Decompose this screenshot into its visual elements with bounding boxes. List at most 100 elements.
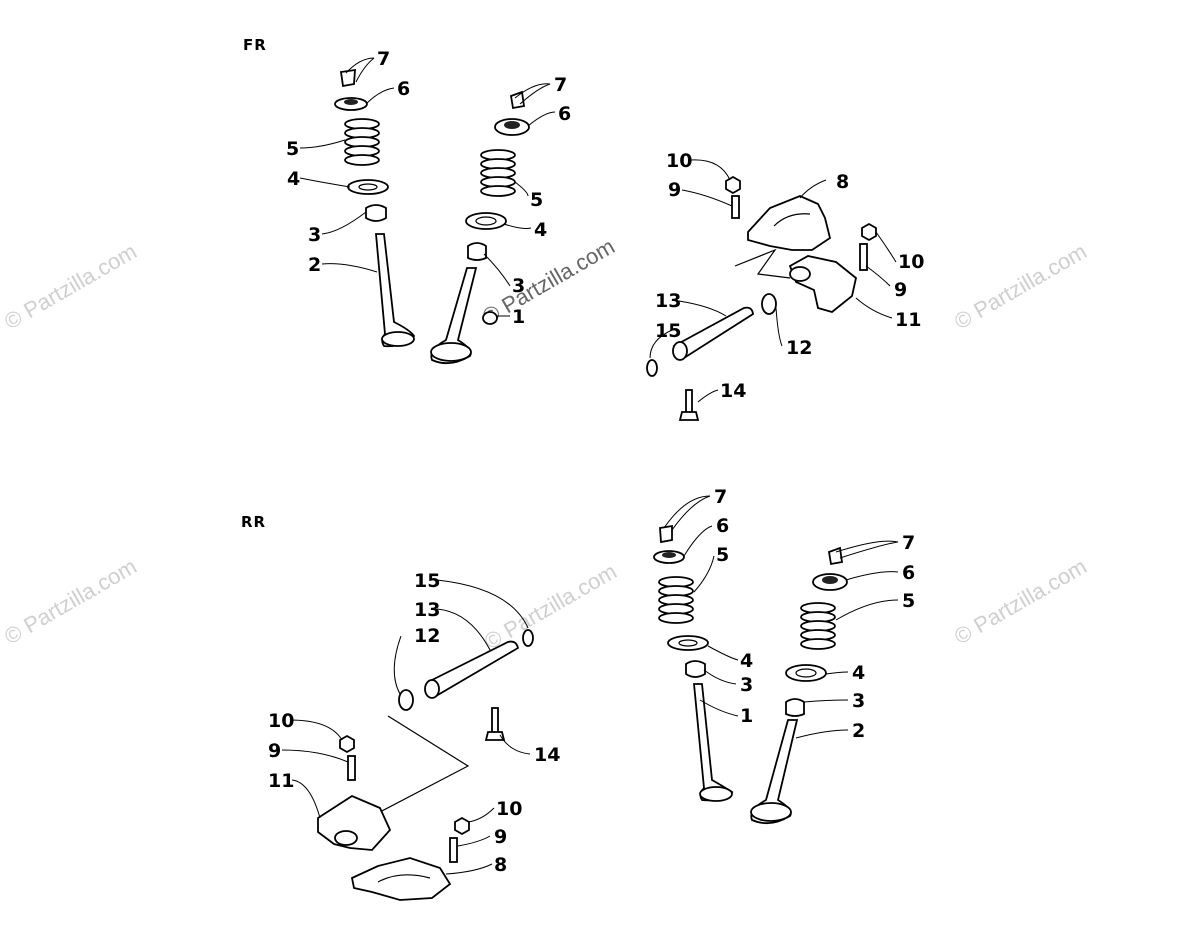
callout-3: 3 — [740, 674, 753, 696]
callout-9: 9 — [894, 279, 907, 301]
callout-6: 6 — [558, 103, 571, 125]
valve-stem-seal — [467, 242, 487, 261]
callout-9: 9 — [668, 179, 681, 201]
callout-6: 6 — [716, 515, 729, 537]
callout-12: 12 — [414, 625, 440, 647]
callout-14: 14 — [720, 380, 746, 402]
callout-4: 4 — [534, 219, 547, 241]
fr-valve-group-left — [334, 68, 416, 348]
spring-seat-washer — [667, 635, 709, 651]
callout-4: 4 — [852, 662, 865, 684]
section-label-front: FR — [243, 36, 267, 54]
adjuster-screw — [859, 243, 868, 271]
callout-2: 2 — [308, 254, 321, 276]
callout-7: 7 — [554, 74, 567, 96]
callout-4: 4 — [740, 650, 753, 672]
callout-1: 1 — [740, 705, 753, 727]
valve-stem-seal — [685, 660, 706, 678]
callout-9: 9 — [268, 740, 281, 762]
watermark: © Partzilla.com — [0, 554, 141, 650]
fr-valve-group-right — [430, 90, 530, 365]
rocker-arm — [788, 255, 858, 313]
callout-11: 11 — [268, 770, 294, 792]
callout-15: 15 — [655, 320, 681, 342]
callout-3: 3 — [852, 690, 865, 712]
rocker-arm — [350, 857, 452, 901]
callout-6: 6 — [902, 562, 915, 584]
valve-stem-seal — [785, 698, 805, 717]
callout-3: 3 — [512, 275, 525, 297]
shaft-bolt — [685, 389, 693, 415]
callout-6: 6 — [397, 78, 410, 100]
valve-guide-clip — [482, 311, 498, 325]
valve-intake — [375, 233, 416, 348]
shaft-washer — [761, 293, 777, 315]
callout-14: 14 — [534, 744, 560, 766]
valve-stem-seal — [365, 204, 387, 222]
o-ring — [646, 359, 658, 377]
callout-labels: 7 6 5 4 3 2 7 6 5 4 3 1 10 9 8 10 9 11 1… — [268, 48, 924, 876]
callout-1: 1 — [512, 306, 525, 328]
callout-15: 15 — [414, 570, 440, 592]
callout-7: 7 — [714, 486, 727, 508]
fr-rocker-assembly — [646, 175, 877, 421]
watermark: © Partzilla.com — [480, 559, 621, 655]
callout-8: 8 — [494, 854, 507, 876]
valve-spring — [344, 118, 380, 166]
callout-8: 8 — [836, 171, 849, 193]
callout-7: 7 — [377, 48, 390, 70]
watermark-center: © Partzilla.com — [478, 234, 619, 330]
callout-10: 10 — [898, 251, 924, 273]
spring-seat-washer — [347, 179, 389, 195]
watermark: © Partzilla.com — [950, 554, 1091, 650]
valve-intake — [693, 683, 734, 802]
o-ring — [522, 629, 534, 647]
lock-nut — [725, 175, 741, 195]
adjuster-screw — [449, 837, 458, 863]
leader-lines — [281, 57, 899, 875]
rr-valve-group-right — [750, 546, 848, 825]
rocker-arm — [747, 195, 832, 251]
callout-13: 13 — [414, 599, 440, 621]
rr-valve-group-left — [653, 524, 734, 802]
watermark: © Partzilla.com — [0, 239, 141, 335]
valve-spring — [800, 602, 836, 650]
callout-10: 10 — [666, 150, 692, 172]
valve-keeper — [827, 546, 844, 566]
callout-11: 11 — [895, 309, 921, 331]
shaft-washer — [398, 689, 414, 711]
lock-nut — [861, 222, 877, 242]
watermark: © Partzilla.com — [950, 239, 1091, 335]
rr-rocker-assembly — [317, 629, 534, 901]
watermarks: © Partzilla.com © Partzilla.com © Partzi… — [0, 234, 1091, 655]
callout-12: 12 — [786, 337, 812, 359]
shaft-bolt — [491, 707, 499, 735]
callout-2: 2 — [852, 720, 865, 742]
rocker-shaft — [672, 306, 754, 360]
rocker-shaft — [426, 640, 520, 698]
callout-13: 13 — [655, 290, 681, 312]
adjuster-screw — [347, 755, 356, 781]
lock-nut — [454, 816, 470, 836]
valve-keeper — [659, 524, 673, 544]
callout-7: 7 — [902, 532, 915, 554]
callout-3: 3 — [308, 224, 321, 246]
callout-4: 4 — [287, 168, 300, 190]
valve-keeper — [509, 90, 526, 110]
callout-10: 10 — [268, 710, 294, 732]
callout-10: 10 — [496, 798, 522, 820]
valve-keeper — [339, 68, 356, 88]
section-label-rear: RR — [241, 513, 266, 531]
callout-5: 5 — [530, 189, 543, 211]
lock-nut — [339, 734, 355, 754]
adjuster-screw — [731, 195, 740, 219]
valve-spring — [480, 149, 516, 197]
spring-seat-washer — [465, 212, 507, 230]
valve-spring — [658, 576, 694, 624]
callout-5: 5 — [716, 544, 729, 566]
callout-5: 5 — [286, 138, 299, 160]
spring-seat-washer — [785, 664, 827, 682]
callout-9: 9 — [494, 826, 507, 848]
callout-5: 5 — [902, 590, 915, 612]
